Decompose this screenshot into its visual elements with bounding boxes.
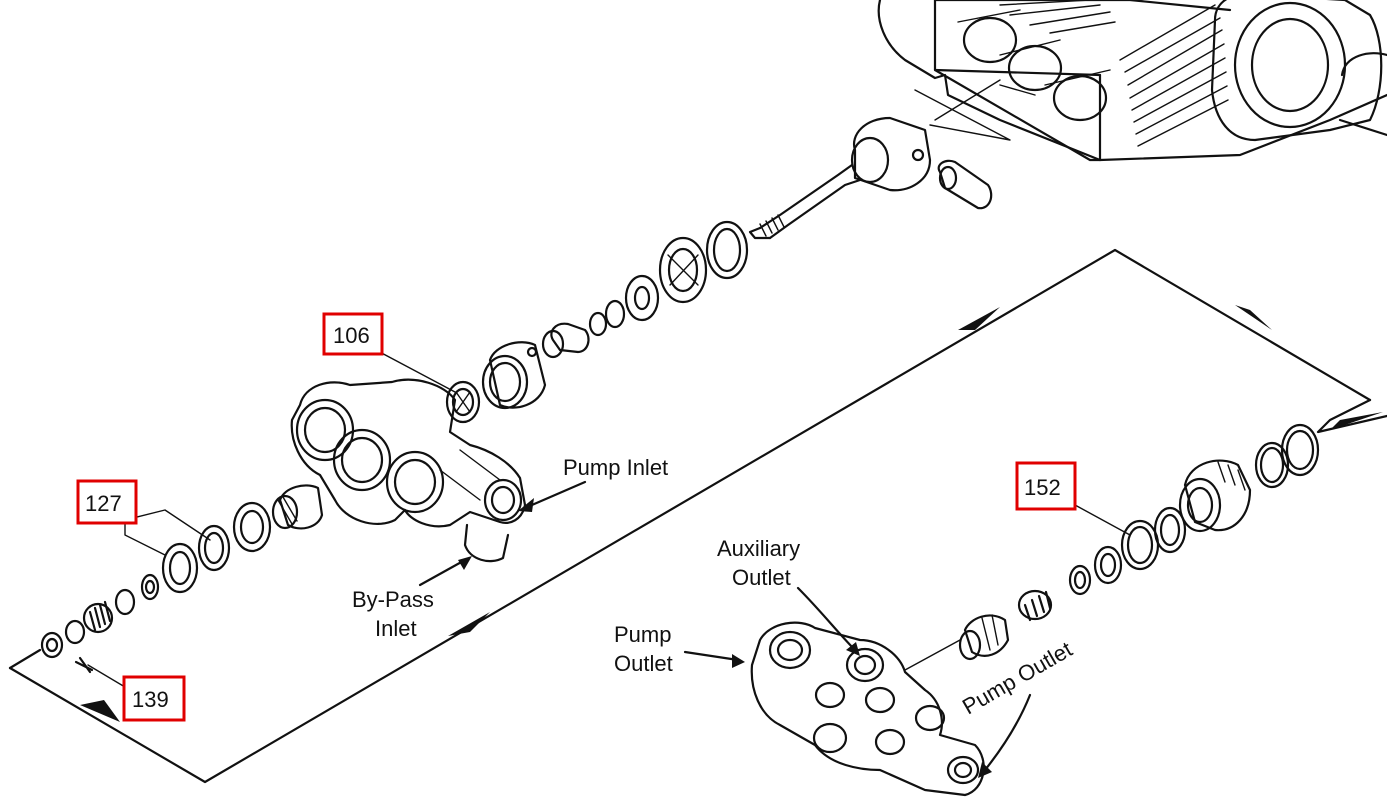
diagram-labels: Pump Inlet By-Pass Inlet Auxiliary Outle… (352, 455, 1076, 719)
seal-rings-upper (445, 220, 749, 424)
flow-arrow-icon (448, 612, 490, 636)
pump-crankcase (877, 0, 1387, 162)
label-bypass-line1: By-Pass (352, 587, 434, 612)
flow-path-lines (8, 248, 1387, 784)
flow-arrow-icon (958, 307, 1000, 330)
inlet-manifold (290, 378, 527, 563)
arrow-icon (978, 762, 992, 778)
arrow-icon (846, 642, 860, 656)
plunger-assembly (748, 116, 993, 240)
callout-127[interactable]: 127 (76, 479, 138, 525)
label-pump-outlet-line2: Outlet (614, 651, 673, 676)
outlet-manifold (750, 621, 985, 797)
callout-152[interactable]: 152 (1015, 461, 1077, 511)
callout-139[interactable]: 139 (122, 675, 186, 722)
label-auxiliary-line1: Auxiliary (717, 536, 800, 561)
flow-arrow-icon (1235, 305, 1272, 330)
arrow-icon (732, 654, 745, 668)
flow-arrow-icon (1330, 412, 1383, 430)
discharge-stack-right (958, 423, 1320, 661)
arrow-icon (518, 498, 534, 512)
callout-106-number: 106 (333, 323, 370, 348)
arrow-icon (458, 556, 472, 570)
label-pump-inlet: Pump Inlet (563, 455, 668, 480)
label-auxiliary-line2: Outlet (732, 565, 791, 590)
label-bypass-line2: Inlet (375, 616, 417, 641)
flow-arrow-icon (80, 700, 120, 722)
callout-152-number: 152 (1024, 475, 1061, 500)
callout-127-number: 127 (85, 491, 122, 516)
label-pump-outlet-line1: Pump (614, 622, 671, 647)
valve-stack-left (40, 484, 324, 674)
callout-139-number: 139 (132, 687, 169, 712)
leader-lines (87, 349, 1131, 778)
label-pump-outlet-right: Pump Outlet (958, 637, 1076, 720)
callout-106[interactable]: 106 (322, 312, 384, 356)
